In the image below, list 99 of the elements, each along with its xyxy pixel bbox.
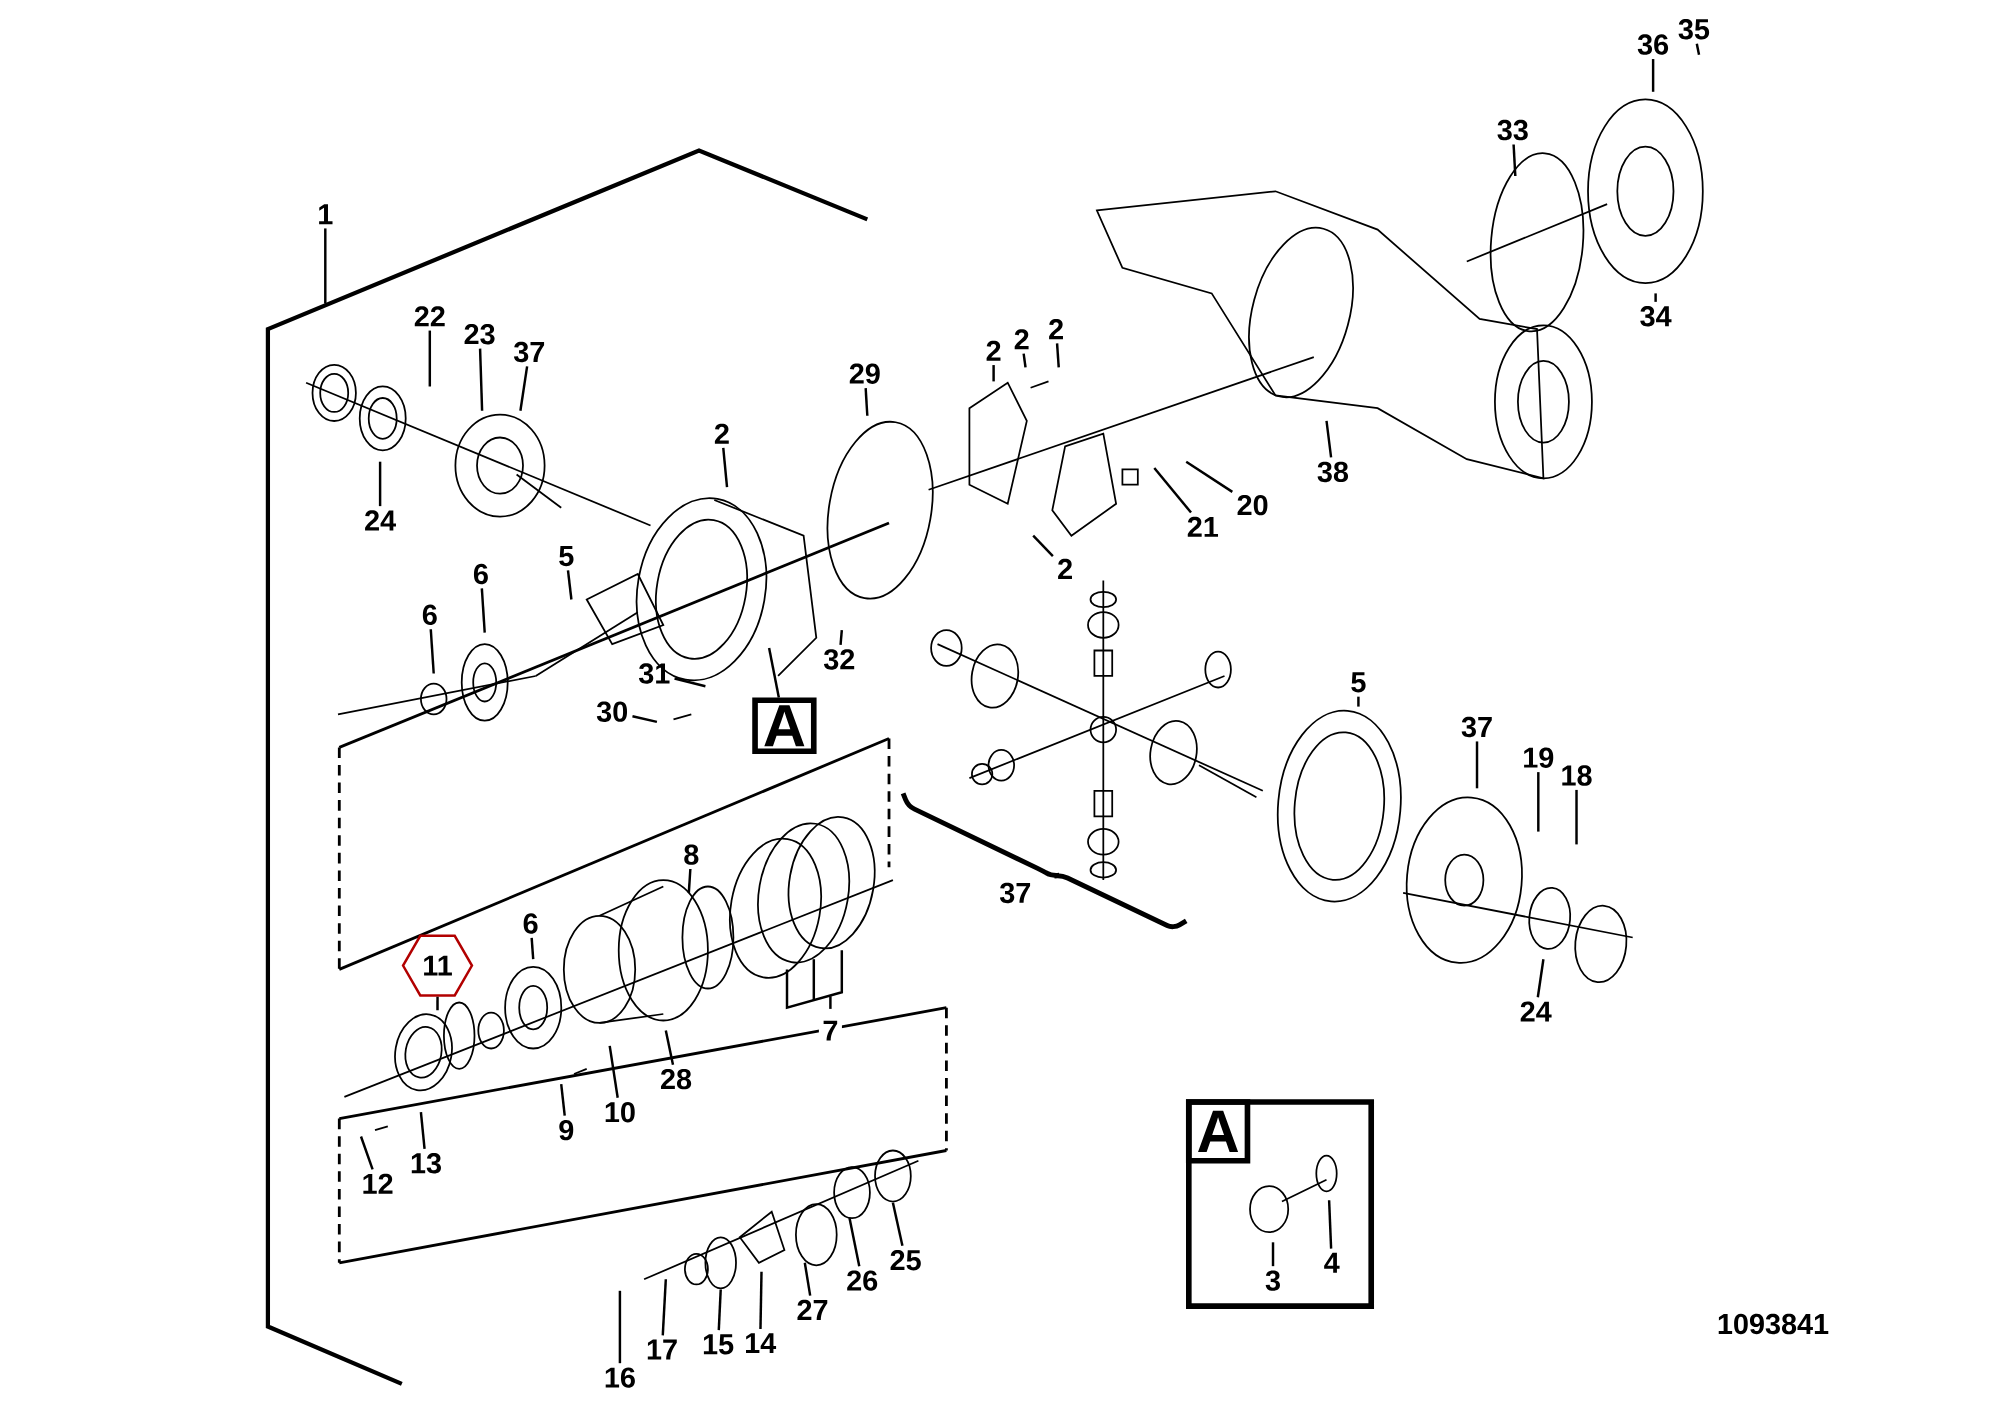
- leader-line: [1537, 772, 1540, 832]
- callout-number: 15: [703, 1334, 734, 1355]
- callout-number: 23: [464, 323, 495, 345]
- leader-line: [864, 388, 869, 416]
- callout-number: 22: [414, 306, 445, 327]
- leader-line: [1022, 353, 1027, 368]
- callout-number: 5: [1351, 672, 1366, 693]
- leader-line: [674, 677, 706, 688]
- leader-line: [992, 365, 995, 382]
- leader-line: [759, 1271, 763, 1329]
- callout-number: 30: [596, 701, 628, 722]
- leader-line: [618, 1290, 622, 1364]
- callout-number: 2: [1049, 319, 1063, 340]
- leader-line: [839, 630, 844, 646]
- leader-line: [1153, 467, 1192, 514]
- leader-line: [359, 1136, 374, 1170]
- leader-line: [1575, 789, 1578, 845]
- callout-number: 3: [1265, 1270, 1280, 1291]
- callout-number: 34: [1640, 306, 1672, 327]
- callout-number: 12: [363, 1173, 393, 1194]
- callout-number: 26: [847, 1270, 878, 1291]
- callout-number: 7: [818, 1017, 842, 1044]
- leader-line: [664, 1030, 675, 1065]
- callout-number: 21: [1187, 516, 1218, 537]
- leader-line: [1357, 696, 1360, 707]
- leader-line: [519, 366, 529, 411]
- callout-hexagon: 11: [401, 934, 474, 997]
- detail-view-box: [1186, 1099, 1374, 1309]
- callout-number: 6: [473, 563, 488, 585]
- callout-number: 4: [1324, 1252, 1340, 1273]
- leader-line: [1271, 1242, 1275, 1267]
- callout-number: 36: [1637, 34, 1669, 55]
- leader-line: [1654, 293, 1657, 302]
- leader-line: [848, 1217, 861, 1267]
- callout-number: 19: [1524, 747, 1554, 768]
- view-marker-box: A: [1185, 1099, 1251, 1164]
- callout-number: 24: [365, 510, 396, 531]
- leader-line: [478, 348, 484, 411]
- leader-line: [722, 447, 729, 488]
- callout-number: 2: [714, 423, 729, 444]
- callout-number: 24: [1520, 1001, 1552, 1022]
- leader-line: [480, 588, 486, 633]
- leader-line: [1055, 343, 1060, 368]
- callout-number: 37: [1461, 716, 1492, 738]
- callout-number: 14: [746, 1333, 777, 1353]
- leader-line: [378, 461, 382, 507]
- callout-number: 28: [660, 1068, 692, 1090]
- callout-number: 8: [684, 844, 699, 865]
- leader-line: [1512, 144, 1517, 177]
- callout-number: 9: [559, 1119, 574, 1141]
- callout-number: 16: [605, 1367, 635, 1388]
- leader-line: [1032, 534, 1054, 558]
- view-marker-box: A: [752, 697, 817, 755]
- leader-line: [436, 996, 439, 1011]
- figure-number: 1093841: [1713, 1310, 1833, 1338]
- callout-number: 27: [797, 1299, 828, 1320]
- leader-line: [428, 330, 432, 387]
- leader-line: [687, 868, 692, 893]
- leader-line: [566, 570, 573, 600]
- callout-number: 2: [1058, 558, 1072, 579]
- leader-line: [632, 715, 658, 724]
- callout-number: 35: [1678, 19, 1710, 40]
- leader-line: [1536, 959, 1545, 998]
- callout-number: 17: [647, 1339, 677, 1360]
- callout-number: 2: [986, 340, 1001, 361]
- callout-number: 25: [890, 1250, 921, 1271]
- leader-line: [1327, 1200, 1333, 1249]
- leader-line: [1695, 43, 1701, 56]
- leader-line: [717, 1289, 722, 1331]
- callout-number: 18: [1562, 765, 1592, 786]
- callout-number: 13: [411, 1153, 441, 1174]
- leader-line: [767, 647, 781, 698]
- callout-number: 33: [1497, 119, 1528, 141]
- callout-number: 29: [849, 363, 880, 384]
- leader-line: [1475, 741, 1479, 789]
- callout-number: 6: [422, 604, 437, 625]
- leader-line: [1651, 59, 1655, 92]
- leader-line: [891, 1202, 904, 1247]
- callout-number: 5: [559, 546, 574, 567]
- leader-line: [419, 1112, 426, 1149]
- callout-number: 38: [1317, 461, 1349, 483]
- callout-number: 10: [605, 1102, 635, 1123]
- callout-number: 20: [1237, 494, 1268, 516]
- callout-number: 32: [823, 649, 855, 670]
- callout-number: 6: [523, 913, 538, 934]
- callout-number: 31: [638, 663, 670, 684]
- leader-line: [429, 629, 435, 674]
- callout-number: 1: [319, 204, 333, 225]
- leader-line: [608, 1045, 619, 1098]
- leader-line: [530, 937, 535, 960]
- leader-line: [324, 228, 327, 304]
- callout-number: 37: [995, 879, 1035, 907]
- leader-line: [661, 1279, 668, 1336]
- leader-line: [1325, 420, 1333, 458]
- leader-line: [803, 1262, 812, 1296]
- leader-line: [1185, 460, 1234, 493]
- leader-line: [560, 1084, 566, 1116]
- callout-number: 2: [1014, 329, 1029, 350]
- callout-number: 37: [513, 341, 545, 363]
